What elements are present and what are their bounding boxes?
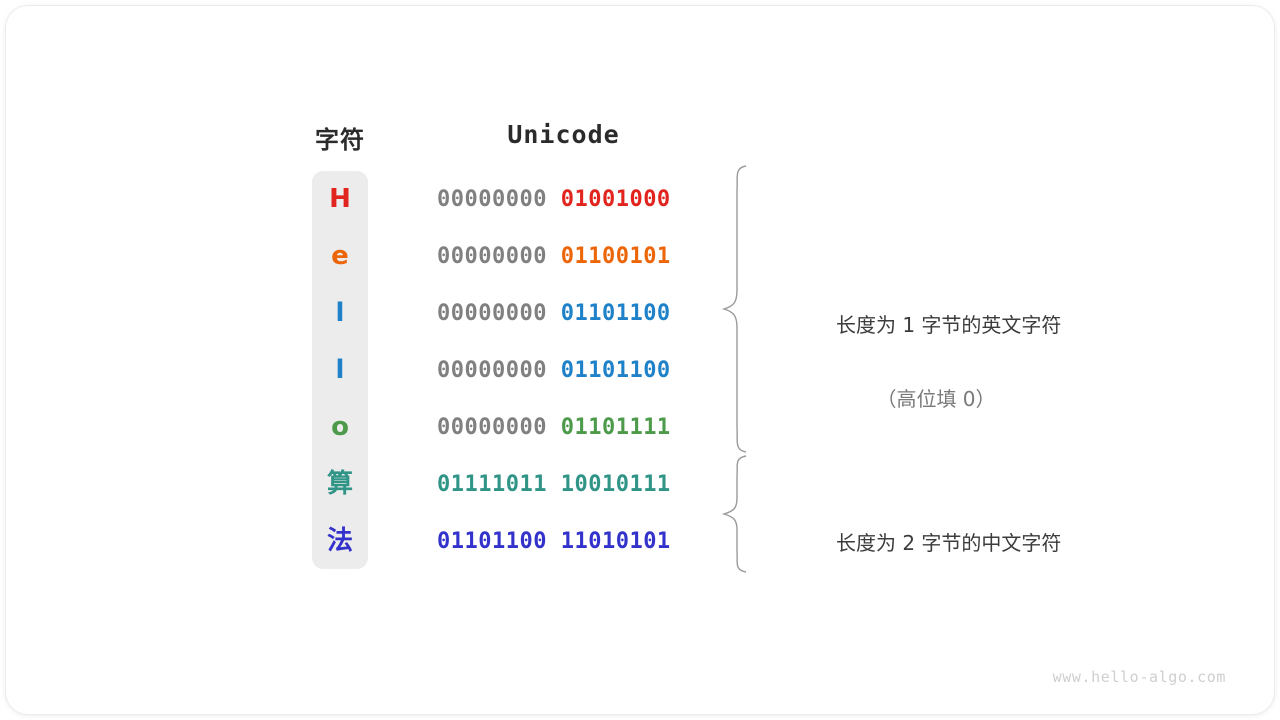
row-unicode-bits: 00000000 01001000 [437, 171, 717, 228]
row-unicode-bits: 01101100 11010101 [437, 513, 717, 570]
row-high-byte: 00000000 [437, 301, 547, 326]
column-header-char: 字符 [315, 126, 365, 154]
row-high-byte: 01101100 [437, 529, 547, 554]
annotation-chinese: 长度为 2 字节的中文字符 [776, 488, 1096, 599]
row-high-byte: 00000000 [437, 358, 547, 383]
row-unicode-bits: 00000000 01101100 [437, 342, 717, 399]
annotation-ascii-sub: （高位填 0） [876, 387, 996, 411]
row-unicode-bits: 00000000 01101100 [437, 285, 717, 342]
column-header-unicode: Unicode [507, 120, 620, 149]
row-character: e [331, 241, 349, 271]
brace-chinese [721, 455, 747, 573]
row-low-byte: 11010101 [560, 529, 671, 554]
row-high-byte: 01111011 [437, 472, 547, 497]
byte-separator [547, 244, 561, 269]
byte-separator [547, 472, 561, 497]
row-low-byte: 01101100 [560, 301, 671, 326]
row-high-byte: 00000000 [437, 187, 547, 212]
annotation-ascii-main: 长度为 1 字节的英文字符 [835, 313, 1062, 337]
brace-ascii [721, 165, 747, 453]
byte-separator [547, 415, 561, 440]
watermark: www.hello-algo.com [1052, 668, 1226, 686]
row-unicode-bits: 00000000 01100101 [437, 228, 717, 285]
row-character: 算 [326, 469, 353, 499]
row-character: o [331, 412, 349, 442]
byte-separator [547, 529, 561, 554]
row-character: l [335, 298, 345, 328]
row-low-byte: 01101111 [560, 415, 671, 440]
figure-card: 字符 Unicode H 00000000 01001000 e 00000000 0… [6, 6, 1274, 714]
row-low-byte: 01100101 [560, 244, 671, 269]
byte-separator [547, 187, 561, 212]
annotation-chinese-main: 长度为 2 字节的中文字符 [835, 531, 1062, 555]
byte-separator [547, 358, 561, 383]
row-low-byte: 01101100 [560, 358, 671, 383]
row-character: 法 [326, 526, 353, 556]
row-unicode-bits: 01111011 10010111 [437, 456, 717, 513]
character-column-strip [312, 171, 368, 569]
byte-separator [547, 301, 561, 326]
row-character: H [329, 184, 351, 214]
row-low-byte: 01001000 [560, 187, 671, 212]
row-high-byte: 00000000 [437, 244, 547, 269]
row-high-byte: 00000000 [437, 415, 547, 440]
row-character: l [335, 355, 345, 385]
annotation-ascii: 长度为 1 字节的英文字符 （高位填 0） [776, 270, 1096, 492]
row-low-byte: 10010111 [560, 472, 671, 497]
row-unicode-bits: 00000000 01101111 [437, 399, 717, 456]
